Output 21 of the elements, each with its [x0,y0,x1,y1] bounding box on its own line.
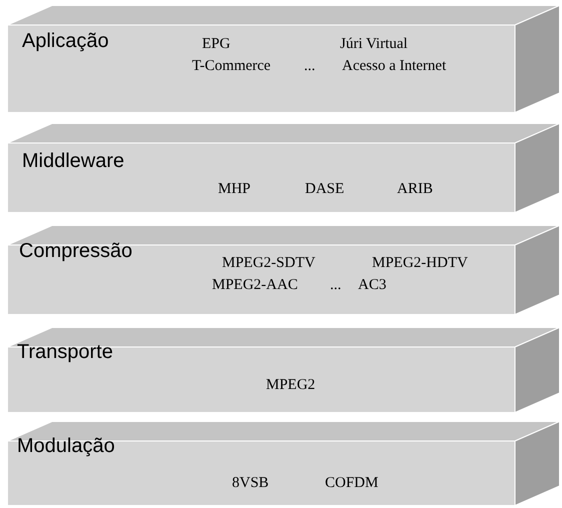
layer-item: AC3 [358,276,386,294]
layer-item: MPEG2-AAC [212,276,298,294]
layer-title: Middleware [22,149,124,173]
layer-title: Aplicação [22,29,109,53]
layer-title: Transporte [17,340,113,364]
layer-item: ARIB [397,180,433,198]
layer-item: Acesso a Internet [342,57,446,75]
layer-item: ... [330,276,342,294]
layer-title: Compressão [19,239,132,263]
layer-item: Júri Virtual [340,35,408,53]
layer-item: COFDM [325,474,378,492]
layer-item: MPEG2 [266,376,316,394]
layer-item: MPEG2-SDTV [222,254,316,272]
layer-item: EPG [202,35,230,53]
layer-title: Modulação [17,434,115,458]
layer-item: T-Commerce [192,57,271,75]
layer-item: MHP [218,180,251,198]
layer-item: 8VSB [232,474,269,492]
layer-item: DASE [305,180,344,198]
layer-item: ... [304,57,316,75]
layer-item: MPEG2-HDTV [372,254,468,272]
